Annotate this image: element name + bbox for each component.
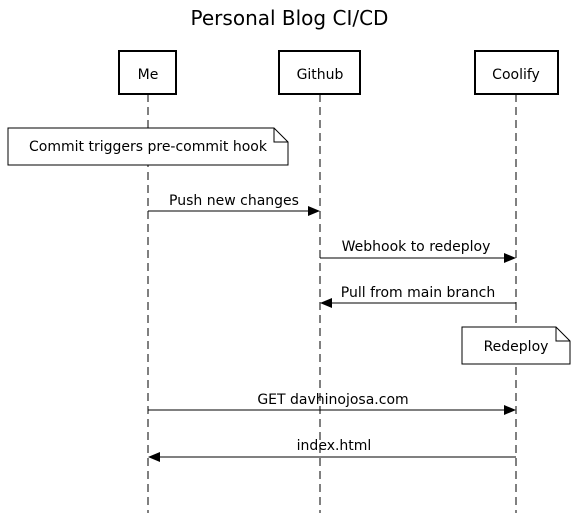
note-precommit: Commit triggers pre-commit hook bbox=[7, 127, 289, 166]
message-push: Push new changes bbox=[148, 193, 320, 216]
message-webhook-label: Webhook to redeploy bbox=[342, 239, 491, 255]
participant-me-label: Me bbox=[138, 67, 159, 83]
message-webhook: Webhook to redeploy bbox=[320, 239, 516, 263]
message-index: index.html bbox=[148, 438, 516, 462]
note-redeploy-text: Redeploy bbox=[484, 339, 549, 355]
note-redeploy: Redeploy bbox=[461, 326, 571, 365]
message-index-label: index.html bbox=[297, 438, 372, 454]
participant-github: Github bbox=[278, 50, 361, 95]
note-precommit-text: Commit triggers pre-commit hook bbox=[29, 139, 268, 155]
participant-me: Me bbox=[118, 50, 177, 95]
message-get: GET davhinojosa.com bbox=[148, 392, 516, 415]
message-get-label: GET davhinojosa.com bbox=[257, 392, 408, 408]
participant-github-label: Github bbox=[297, 67, 344, 83]
message-push-label: Push new changes bbox=[169, 193, 299, 209]
participant-coolify: Coolify bbox=[474, 50, 559, 95]
participant-coolify-label: Coolify bbox=[492, 67, 540, 83]
diagram-title: Personal Blog CI/CD bbox=[190, 6, 389, 30]
message-pull-label: Pull from main branch bbox=[341, 285, 495, 301]
message-pull: Pull from main branch bbox=[320, 285, 516, 308]
